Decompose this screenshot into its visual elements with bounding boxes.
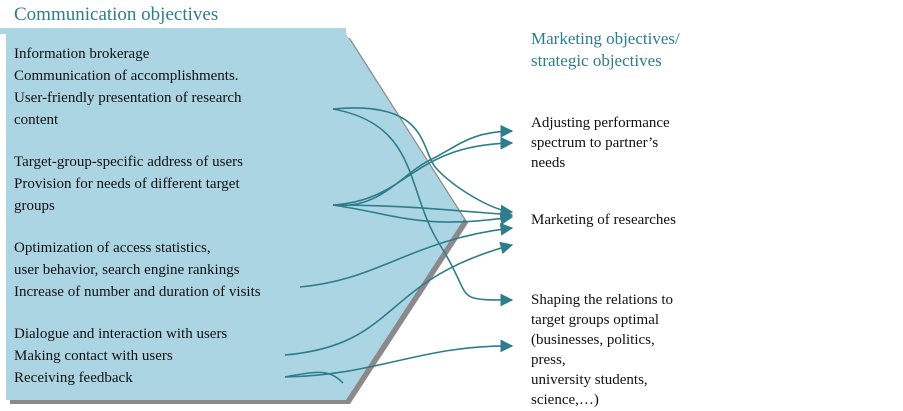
target-item: university students,: [531, 372, 648, 388]
connector-3: [332, 124, 514, 207]
connector-2: [332, 108, 514, 307]
left-item: Information brokerage: [14, 46, 150, 62]
target-item: spectrum to partner’s: [531, 135, 659, 151]
target-item: Shaping the relations to: [531, 292, 674, 308]
right-title-line-1: Marketing objectives/: [531, 29, 680, 48]
left-item: Dialogue and interaction with users: [14, 326, 228, 342]
target-item: (businesses, politics,: [531, 332, 655, 348]
left-item: Communication of accomplishments.: [14, 68, 239, 84]
connector-4: [332, 204, 514, 221]
connector-8: [284, 241, 514, 356]
target-item: science,…): [531, 392, 599, 408]
right-title-line-2: strategic objectives: [531, 51, 662, 70]
target-item: target groups optimal: [531, 312, 660, 328]
left-item: user behavior, search engine rankings: [14, 262, 240, 278]
left-item: content: [14, 112, 59, 128]
left-item: Increase of number and duration of visit…: [14, 284, 261, 300]
left-item: Receiving feedback: [14, 370, 133, 386]
connector-10: [284, 371, 344, 384]
connector-5: [332, 136, 514, 206]
connector-9: [284, 339, 514, 378]
left-item: Target-group-specific address of users: [14, 154, 244, 170]
chevron-arrow-shape: [6, 34, 464, 400]
connector-7: [299, 222, 514, 288]
diagram-title: Communication objectives: [14, 4, 219, 25]
connector-6: [332, 204, 514, 225]
left-item: Provision for needs of different target: [14, 176, 240, 192]
target-item: press,: [531, 352, 566, 368]
left-item: Optimization of access statistics,: [14, 240, 211, 256]
target-item: Marketing of researches: [531, 212, 676, 228]
target-item: Adjusting performance: [531, 115, 670, 131]
target-item: needs: [531, 155, 566, 171]
left-item: groups: [14, 198, 55, 214]
connector-1: [332, 107, 514, 218]
left-item: User-friendly presentation of research: [14, 90, 242, 106]
arrow-top-strip: [0, 28, 346, 34]
left-item: Making contact with users: [14, 348, 173, 364]
